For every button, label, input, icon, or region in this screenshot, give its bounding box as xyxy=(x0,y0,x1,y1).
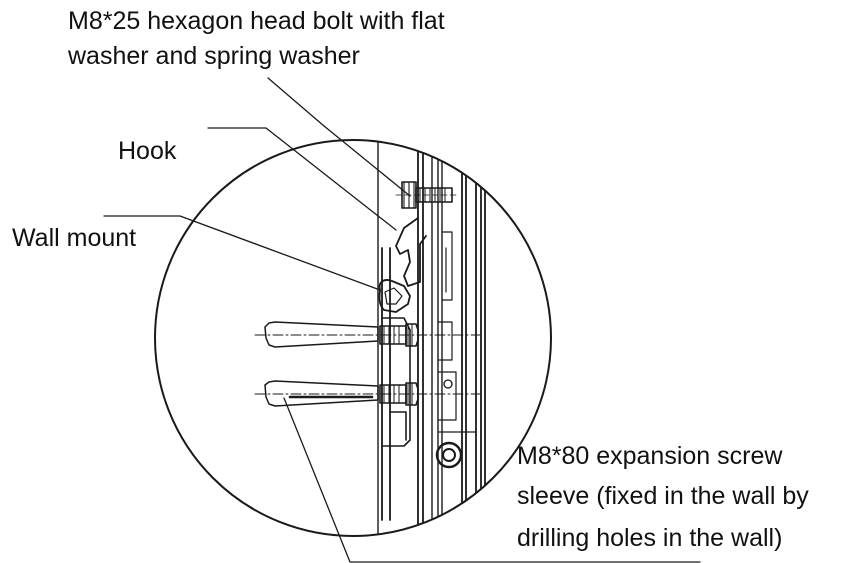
leader-line-expansion xyxy=(283,397,701,563)
label-hex-bolt-line-1: M8*25 hexagon head bolt with flat xyxy=(68,7,445,35)
unit-frame-rails xyxy=(461,140,486,536)
leader-line-wall-mount xyxy=(103,215,381,291)
hex-bolt-top xyxy=(395,181,457,209)
label-hex-bolt-line-2: washer and spring washer xyxy=(68,42,360,70)
expansion-screw-upper xyxy=(254,321,481,348)
hook xyxy=(395,217,427,287)
detail-circle xyxy=(154,139,552,537)
wall-mount-lower-body xyxy=(381,317,411,447)
label-expansion-screw-line-1: M8*80 expansion screw xyxy=(517,442,783,470)
label-expansion-screw-line-2: sleeve (fixed in the wall by xyxy=(517,482,809,510)
unit-frame-lower-profile xyxy=(437,371,477,433)
leader-line-bolt xyxy=(267,77,411,197)
expansion-screw-lower xyxy=(254,380,481,407)
wall-mount-seat-inner xyxy=(384,287,403,305)
unit-frame-inner-profile xyxy=(437,231,453,361)
wall-mount-plate xyxy=(381,247,391,521)
frame-small-hole xyxy=(443,379,453,389)
label-expansion-screw-line-3: drilling holes in the wall) xyxy=(517,524,783,552)
label-hook: Hook xyxy=(118,137,177,165)
frame-round-screw xyxy=(435,441,463,469)
unit-frame-outer xyxy=(417,140,424,536)
detail-contents xyxy=(254,140,486,536)
leader-line-hook xyxy=(207,127,397,231)
wall-mount-seat xyxy=(378,279,411,313)
label-wall-mount: Wall mount xyxy=(12,224,137,252)
